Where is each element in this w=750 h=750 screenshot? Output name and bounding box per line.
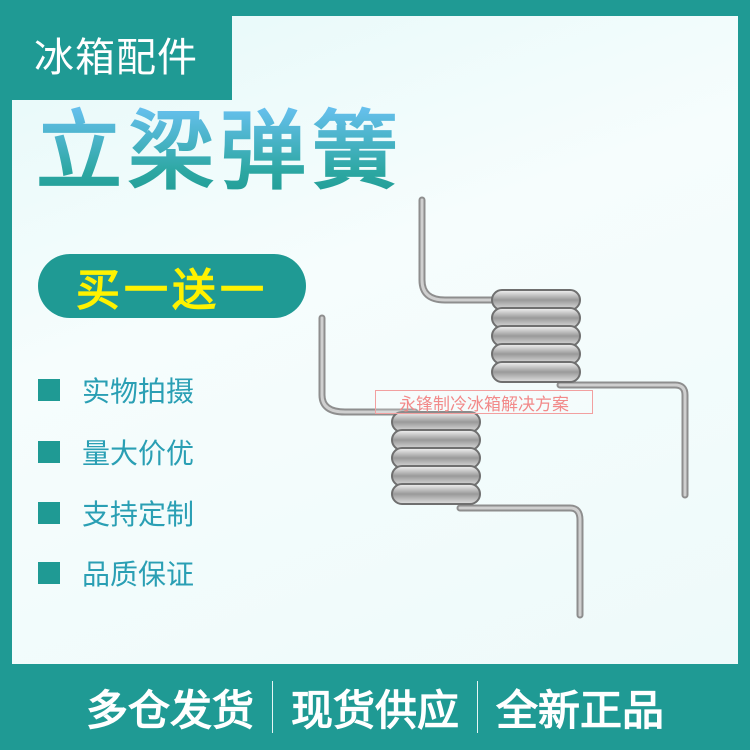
content-area [12, 16, 738, 664]
watermark: 永锋制冷冰箱解决方案 [375, 390, 593, 415]
bottom-item: 多仓发货 [85, 685, 254, 735]
feature-item: 量大价优 [38, 432, 194, 472]
feature-label: 实物拍摄 [82, 375, 195, 408]
feature-item: 支持定制 [38, 493, 194, 533]
bullet-square-icon [38, 441, 60, 463]
divider [271, 681, 273, 733]
bottom-bar: 多仓发货 现货供应 全新正品 [0, 664, 750, 750]
product-image-springs [318, 196, 689, 619]
bottom-item: 现货供应 [290, 685, 459, 735]
bottom-item: 全新正品 [496, 685, 665, 735]
feature-label: 支持定制 [82, 498, 195, 531]
product-title: 立梁弹簧 [36, 102, 404, 202]
feature-label: 品质保证 [82, 558, 195, 591]
divider [477, 681, 478, 733]
feature-label: 量大价优 [82, 437, 195, 470]
category-tag: 冰箱配件 [0, 0, 232, 100]
feature-item: 实物拍摄 [38, 370, 194, 410]
feature-item: 品质保证 [38, 553, 194, 593]
promo-badge: 买一送一 [38, 254, 306, 318]
bullet-square-icon [38, 562, 60, 584]
bullet-square-icon [38, 502, 60, 524]
bullet-square-icon [38, 379, 60, 401]
